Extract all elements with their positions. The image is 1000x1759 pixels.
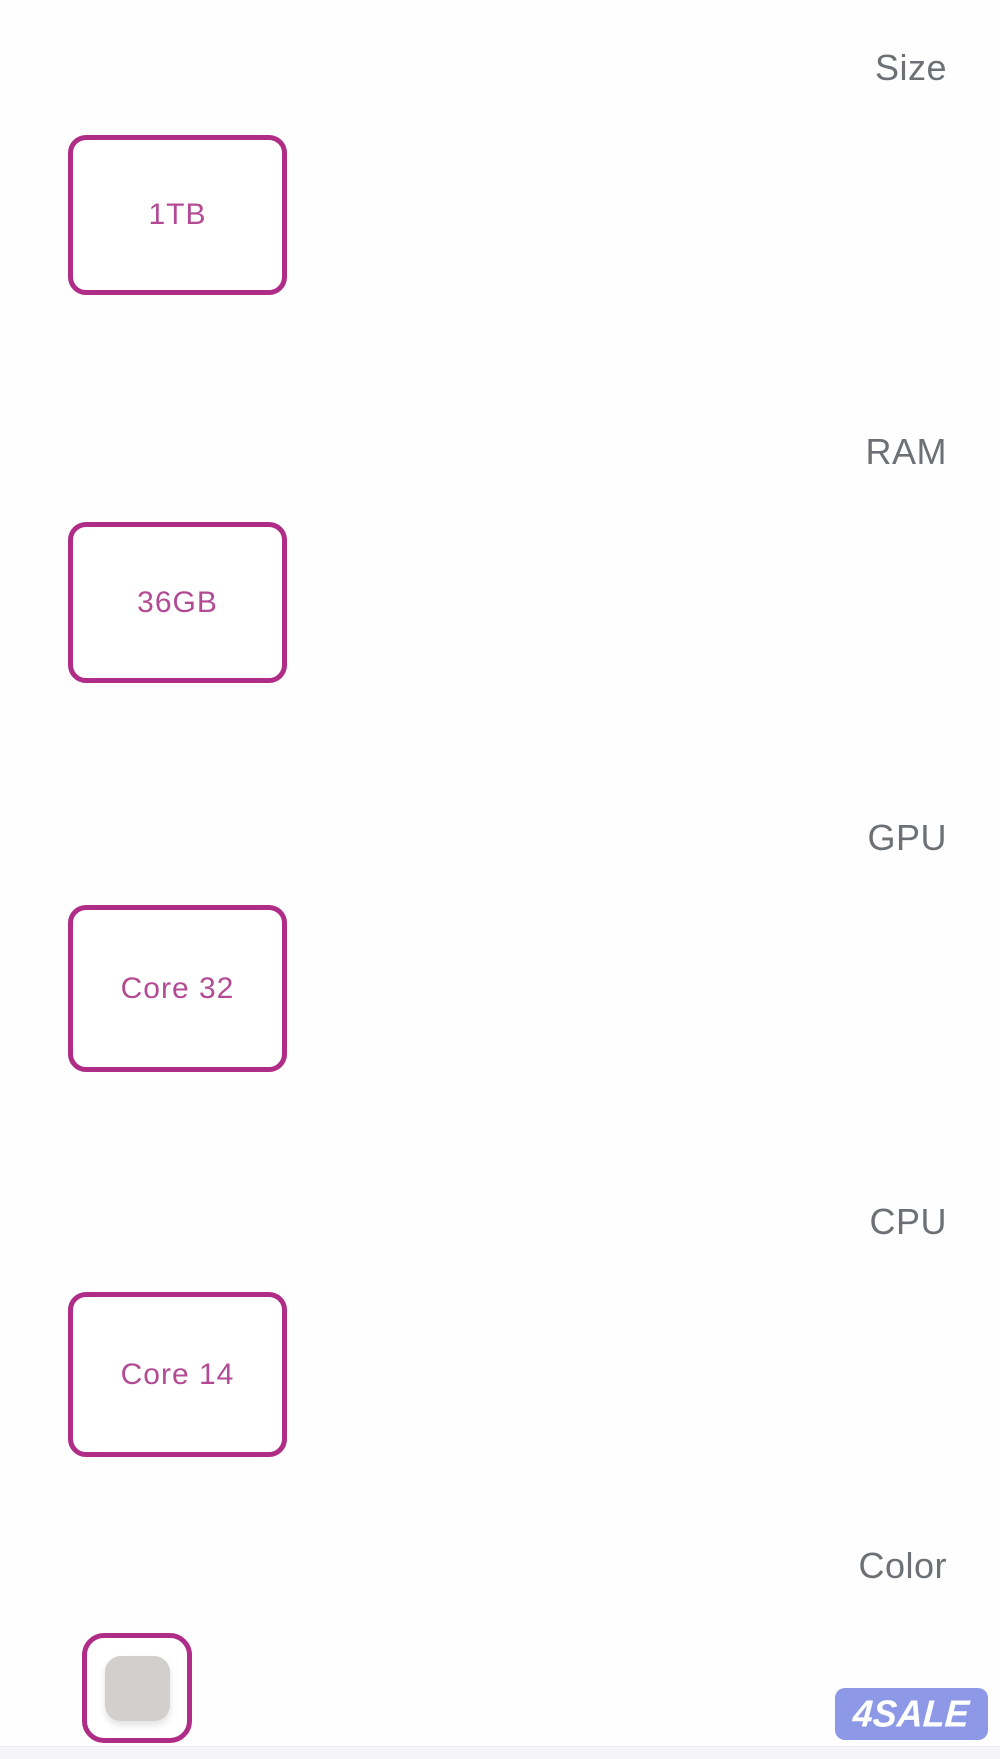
section-label-color: Color — [858, 1545, 947, 1586]
color-swatch-option[interactable] — [82, 1633, 192, 1743]
4sale-watermark-text: 4SALE — [852, 1691, 971, 1735]
section-label-size: Size — [874, 47, 947, 88]
option-chip-gpu-core32[interactable]: Core 32 — [68, 905, 287, 1072]
option-chip-ram-36gb[interactable]: 36GB — [68, 522, 287, 683]
bottom-edge-strip — [0, 1746, 1000, 1759]
section-label-ram: RAM — [865, 431, 947, 472]
section-label-cpu: CPU — [869, 1201, 947, 1242]
section-label-gpu: GPU — [867, 817, 947, 858]
option-chip-cpu-core14[interactable]: Core 14 — [68, 1292, 287, 1457]
gray-color-swatch — [104, 1655, 170, 1721]
4sale-watermark-badge: 4SALE — [835, 1688, 988, 1740]
option-chip-size-1tb[interactable]: 1TB — [68, 135, 287, 295]
